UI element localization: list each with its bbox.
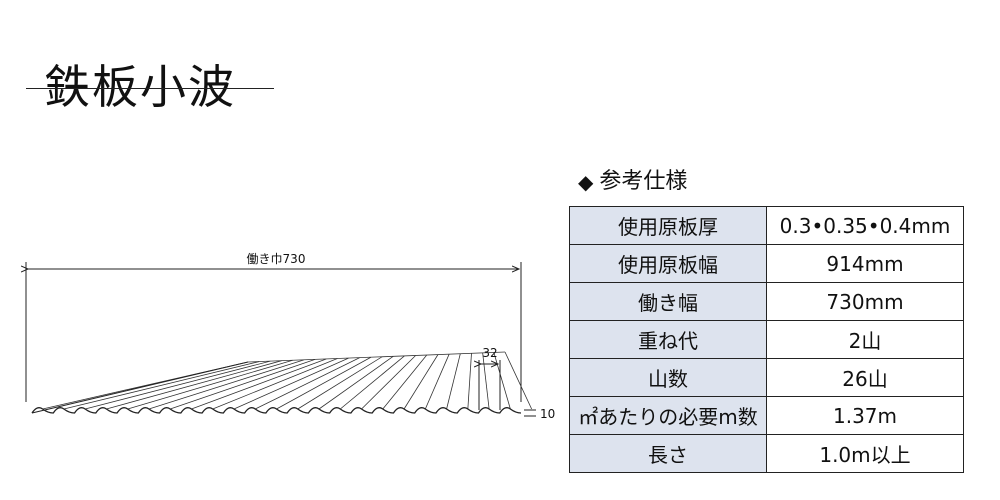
ridge-line [233,357,349,410]
table-row: 働き幅 730mm [569,282,964,321]
spec-heading-text: 参考仕様 [599,169,688,194]
spec-value: 1.37m [766,396,964,435]
spec-value: 2山 [766,320,964,359]
ridge-line [255,357,360,410]
ridge-line [361,355,416,410]
ridge-line [276,356,372,410]
sheet-top-edge [247,351,506,363]
table-row: 使用原板幅 914mm [569,244,964,283]
ridge-line [106,360,282,410]
ridge-line [446,353,461,410]
table-row: 長さ 1.0m以上 [569,434,964,473]
ridge-line [191,358,327,410]
height-label: 10 [540,407,555,421]
spec-table: 使用原板厚 0.3•0.35•0.4mm 使用原板幅 914mm 働き幅 730… [569,206,964,473]
corrugated-sheet-diagram: 働き巾730 32 10 [0,252,555,421]
spec-value: 1.0m以上 [766,434,964,473]
ridge-line [504,351,532,410]
spec-label: 山数 [569,358,767,397]
table-row: 使用原板厚 0.3•0.35•0.4mm [569,206,964,245]
sheet-ridges [31,351,532,414]
diamond-icon: ◆ [578,170,594,194]
spec-heading: ◆ 参考仕様 [578,167,687,197]
spec-label: 使用原板幅 [569,244,767,283]
table-row: ㎡あたりの必要m数 1.37m [569,396,964,435]
spec-label: ㎡あたりの必要m数 [569,396,767,435]
ridge-line [467,353,472,410]
page-title: 鉄板小波 [44,59,236,114]
spec-value: 914mm [766,244,964,283]
ridge-line [148,359,304,410]
sheet-left-edge [31,361,249,414]
spec-label: 長さ [569,434,767,473]
ridge-line [212,358,338,410]
spec-value: 730mm [766,282,964,321]
wavy-edge [31,407,522,414]
table-row: 山数 26山 [569,358,964,397]
ridge-line [424,354,450,410]
ridge-line [63,361,260,410]
ridge-line [297,356,383,410]
spec-value: 0.3•0.35•0.4mm [766,206,964,245]
spec-label: 働き幅 [569,282,767,321]
ridge-line [403,354,439,410]
width-label: 働き巾730 [247,252,306,266]
ridge-line [170,359,316,410]
pitch-label: 32 [482,346,497,360]
table-row: 重ね代 2山 [569,320,964,359]
ridge-line [482,352,490,410]
spec-value: 26山 [766,358,964,397]
spec-label: 使用原板厚 [569,206,767,245]
ridge-line [493,352,511,410]
spec-label: 重ね代 [569,320,767,359]
title-underline [26,88,274,89]
ridge-line [85,360,271,410]
ridge-line [318,356,394,410]
ridge-line [340,355,405,410]
ridge-line [127,359,293,410]
ridge-line [382,354,428,410]
